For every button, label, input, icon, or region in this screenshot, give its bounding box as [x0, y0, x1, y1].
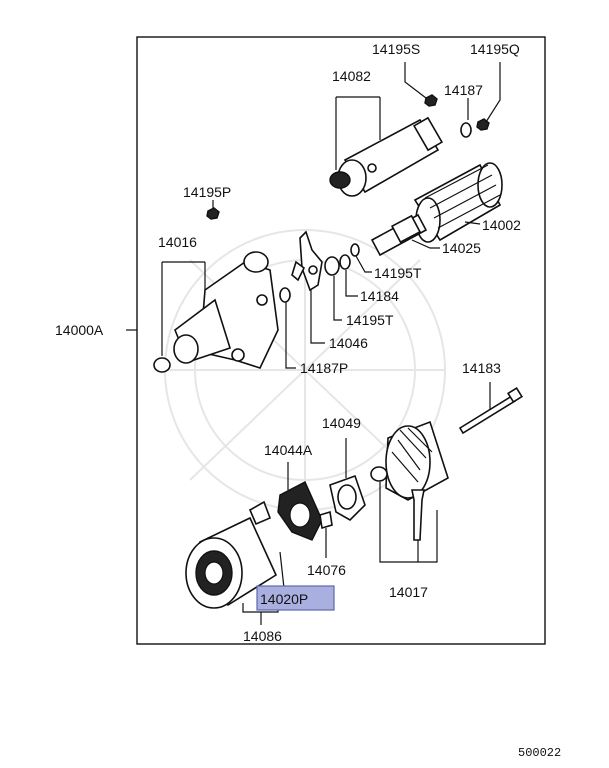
label-14044a[interactable]: 14044A: [264, 442, 313, 458]
clip-14195t-b[interactable]: [324, 256, 340, 276]
washer-14187p[interactable]: [279, 287, 291, 303]
label-14195p[interactable]: 14195P: [183, 184, 231, 200]
nut-14195s[interactable]: [424, 94, 438, 107]
solenoid-switch[interactable]: [329, 116, 444, 197]
label-14076[interactable]: 14076: [307, 562, 346, 578]
bushing-14017[interactable]: [370, 466, 388, 482]
label-14046[interactable]: 14046: [329, 335, 368, 351]
label-14183[interactable]: 14183: [462, 360, 501, 376]
front-housing[interactable]: [173, 251, 279, 369]
washer-14184[interactable]: [339, 254, 351, 270]
label-14184[interactable]: 14184: [360, 288, 399, 304]
label-14195q[interactable]: 14195Q: [470, 41, 520, 57]
nut-14195p[interactable]: [206, 207, 220, 220]
drive-lever[interactable]: [291, 230, 323, 292]
label-14187-top[interactable]: 14187: [444, 82, 483, 98]
armature[interactable]: [370, 162, 503, 257]
label-14195s[interactable]: 14195S: [372, 41, 420, 57]
label-14000a[interactable]: 14000A: [55, 322, 104, 338]
label-14016[interactable]: 14016: [158, 234, 197, 250]
label-14002[interactable]: 14002: [482, 217, 521, 233]
bolt-14017[interactable]: [411, 489, 425, 541]
label-14017[interactable]: 14017: [389, 584, 428, 600]
through-bolt[interactable]: [458, 387, 523, 435]
label-14187p[interactable]: 14187P: [300, 360, 348, 376]
diagram-frame: [136, 36, 546, 645]
label-14195t-lower[interactable]: 14195T: [346, 312, 394, 328]
screw-14076[interactable]: [319, 510, 333, 530]
label-14025[interactable]: 14025: [442, 240, 481, 256]
highlight-box-14020p: [256, 585, 335, 611]
brush-plate[interactable]: [329, 474, 366, 521]
diagram-code: 500022: [518, 746, 561, 760]
washer-14187[interactable]: [460, 122, 472, 138]
label-14082[interactable]: 14082: [332, 68, 371, 84]
brush-holder[interactable]: [277, 481, 323, 541]
label-14195t-upper[interactable]: 14195T: [374, 265, 422, 281]
label-14086[interactable]: 14086: [243, 628, 282, 644]
bushing-14016[interactable]: [153, 357, 171, 373]
label-14049[interactable]: 14049: [322, 415, 361, 431]
clip-14195t-a[interactable]: [350, 243, 360, 257]
yoke-field-coil[interactable]: [185, 500, 278, 609]
label-14020p[interactable]: 14020P: [260, 591, 308, 607]
rear-bracket[interactable]: [385, 420, 449, 501]
